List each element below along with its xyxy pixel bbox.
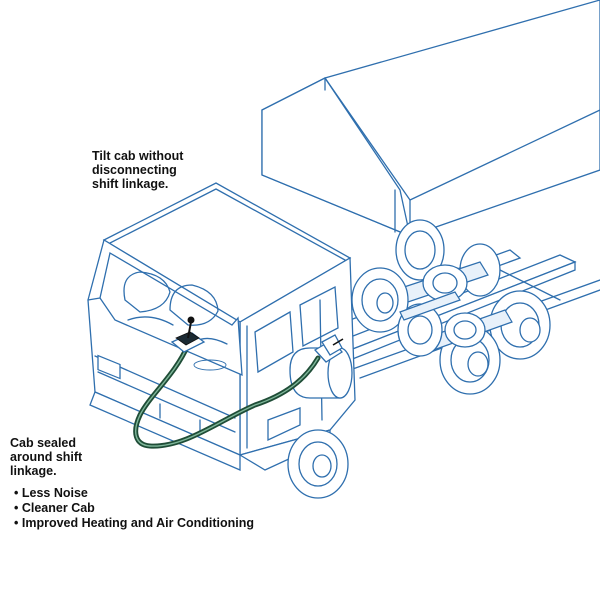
callout-tilt-cab-text: Tilt cab without disconnecting shift lin… [92,149,184,191]
linkage-connector-icon [313,334,344,363]
tilt-cab [87,182,356,499]
benefits-list: Less Noise Cleaner Cab Improved Heating … [14,486,254,531]
callout-cab-sealed-text: Cab sealed around shift linkage. [10,436,83,478]
callout-tilt-cab: Tilt cab without disconnecting shift lin… [92,149,183,191]
trailer-box [261,0,600,238]
shift-linkage-cable [133,342,321,449]
benefit-item: Cleaner Cab [14,501,254,516]
callout-cab-sealed: Cab sealed around shift linkage. [10,436,82,478]
benefit-item: Improved Heating and Air Conditioning [14,516,254,531]
rear-axle-assembly [351,219,561,395]
benefit-item: Less Noise [14,486,254,501]
shift-lever-icon [170,316,206,353]
